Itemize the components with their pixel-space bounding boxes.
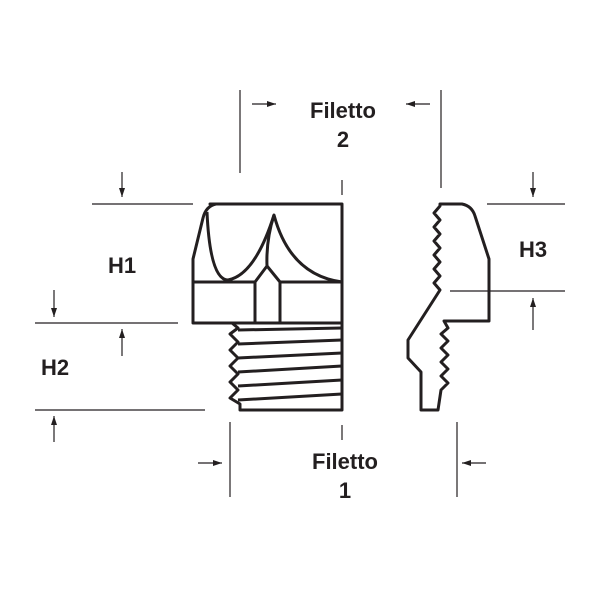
thread-lines [237,326,343,402]
label-h2: H2 [41,355,69,380]
label-thread-2-number: 2 [337,127,349,152]
dimension-h2 [35,409,205,442]
fitting-front-view [191,202,344,412]
fitting-section-view [406,202,491,412]
label-h1: H1 [108,253,136,278]
label-thread-1-word: Filetto [312,449,378,474]
label-h3: H3 [519,237,547,262]
label-thread-1-number: 1 [339,478,351,503]
dimension-thread-2 [239,90,442,195]
label-thread-2-word: Filetto [310,98,376,123]
dimension-h3 [450,172,565,330]
dimension-h1 [35,172,193,356]
dimension-thread-1 [198,422,486,497]
